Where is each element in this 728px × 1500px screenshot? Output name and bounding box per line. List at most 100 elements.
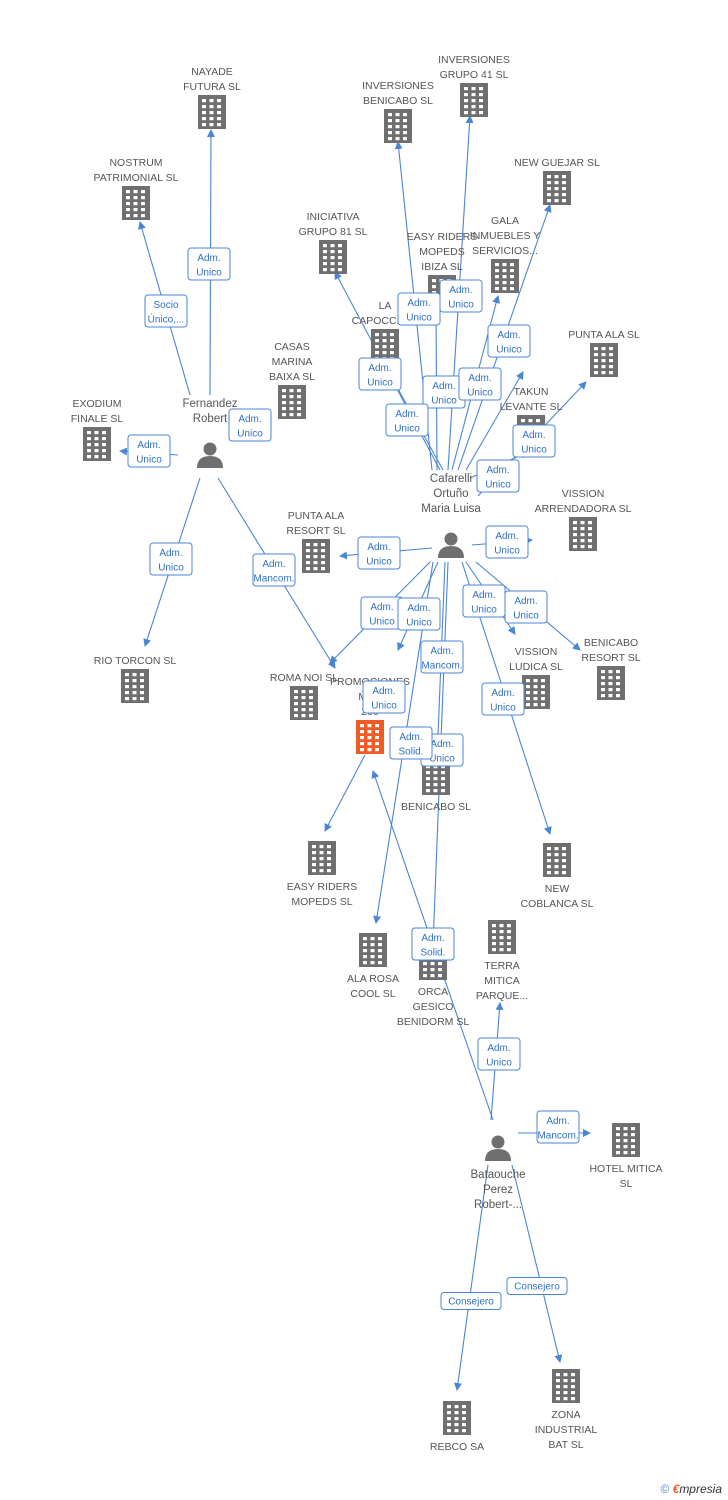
relation-badge[interactable]: Adm.Unico	[439, 279, 483, 313]
relation-label: Adm.Unico	[431, 381, 457, 407]
relation-badge[interactable]: Adm.Unico	[357, 536, 401, 570]
relation-badge[interactable]: Adm.Unico	[477, 1037, 521, 1071]
relation-edge	[465, 371, 524, 471]
person-icon	[438, 532, 464, 558]
relation-badge[interactable]: Adm.Unico	[385, 403, 429, 437]
relation-badge[interactable]: Consejero	[506, 1277, 568, 1295]
relation-badge[interactable]: Consejero	[440, 1292, 502, 1310]
relation-badge[interactable]: Adm.Unico	[149, 542, 193, 576]
company-node-benicabo[interactable]: BENICABO SL	[401, 761, 471, 813]
relation-edge	[324, 754, 366, 832]
building-icon	[422, 761, 450, 795]
building-icon	[371, 329, 399, 363]
relation-badge[interactable]: Adm.Unico	[228, 408, 272, 442]
relation-badge[interactable]: Adm.Unico	[360, 596, 404, 630]
building-icon	[121, 669, 149, 703]
building-focus-icon	[356, 720, 384, 754]
relation-label: Adm.Unico	[367, 363, 393, 389]
relation-badge[interactable]: Adm.Unico	[362, 680, 406, 714]
company-label: ROMA NOI SL	[270, 672, 338, 684]
company-node-rebco[interactable]: REBCO SA	[430, 1401, 484, 1453]
relation-label: Adm.Unico	[471, 590, 497, 616]
company-label: RIO TORCON SL	[94, 655, 177, 667]
footer-brand[interactable]: © €mpresia	[660, 1482, 722, 1496]
relation-badge[interactable]: Adm.Unico	[127, 434, 171, 468]
relation-badge[interactable]: Adm.Unico	[358, 357, 402, 391]
relation-label: Adm.Unico	[158, 548, 184, 574]
relation-badge[interactable]: Adm.Unico	[504, 590, 548, 624]
relation-label: Adm.Unico	[406, 603, 432, 629]
relation-label: Adm.Mancom.	[421, 646, 462, 672]
relation-badge[interactable]: Adm.Unico	[458, 367, 502, 401]
relation-badge[interactable]: Adm.Mancom.	[420, 640, 464, 674]
relation-label: Adm.Unico	[429, 739, 455, 765]
person-icon	[197, 442, 223, 468]
company-node-roma-noi[interactable]: ROMA NOI SL	[270, 672, 338, 720]
relation-label: Adm.Unico	[394, 409, 420, 435]
relation-edge	[511, 1164, 563, 1363]
building-icon	[612, 1123, 640, 1157]
relation-badge[interactable]: Adm.Mancom.	[536, 1110, 580, 1144]
company-node-new-guejar[interactable]: NEW GUEJAR SL	[514, 157, 600, 205]
relation-badge[interactable]: Adm.Unico	[397, 597, 441, 631]
relation-badge[interactable]: Adm.Unico	[462, 584, 506, 618]
relation-label: Adm.Unico	[237, 414, 263, 440]
relation-badge[interactable]: Adm.Unico	[187, 247, 231, 281]
relation-badge[interactable]: Adm.Solid.	[411, 927, 455, 961]
relation-badge[interactable]: Adm.Unico	[487, 324, 531, 358]
relation-badge[interactable]: Adm.Unico	[512, 424, 556, 458]
relation-badge[interactable]: Adm.Unico	[397, 292, 441, 326]
building-icon	[290, 686, 318, 720]
relation-label: Adm.Unico	[496, 330, 522, 356]
relation-badge[interactable]: Adm.Unico	[485, 525, 529, 559]
building-icon	[491, 259, 519, 293]
company-node-rio-torcon[interactable]: RIO TORCON SL	[94, 655, 177, 703]
relation-badge[interactable]: Adm.Unico	[476, 459, 520, 493]
relation-badge[interactable]: Adm.Solid.	[389, 726, 433, 760]
company-label: BENICABO SL	[401, 801, 471, 813]
relation-badge[interactable]: Adm.Mancom.	[252, 553, 296, 587]
relation-badge[interactable]: Adm.Unico	[481, 682, 525, 716]
company-node-punta-ala[interactable]: PUNTA ALA SL	[568, 329, 640, 377]
building-icon	[460, 83, 488, 117]
brand-logo-icon: €	[672, 1482, 680, 1496]
relation-label: Adm.Unico	[406, 298, 432, 324]
building-icon	[590, 343, 618, 377]
